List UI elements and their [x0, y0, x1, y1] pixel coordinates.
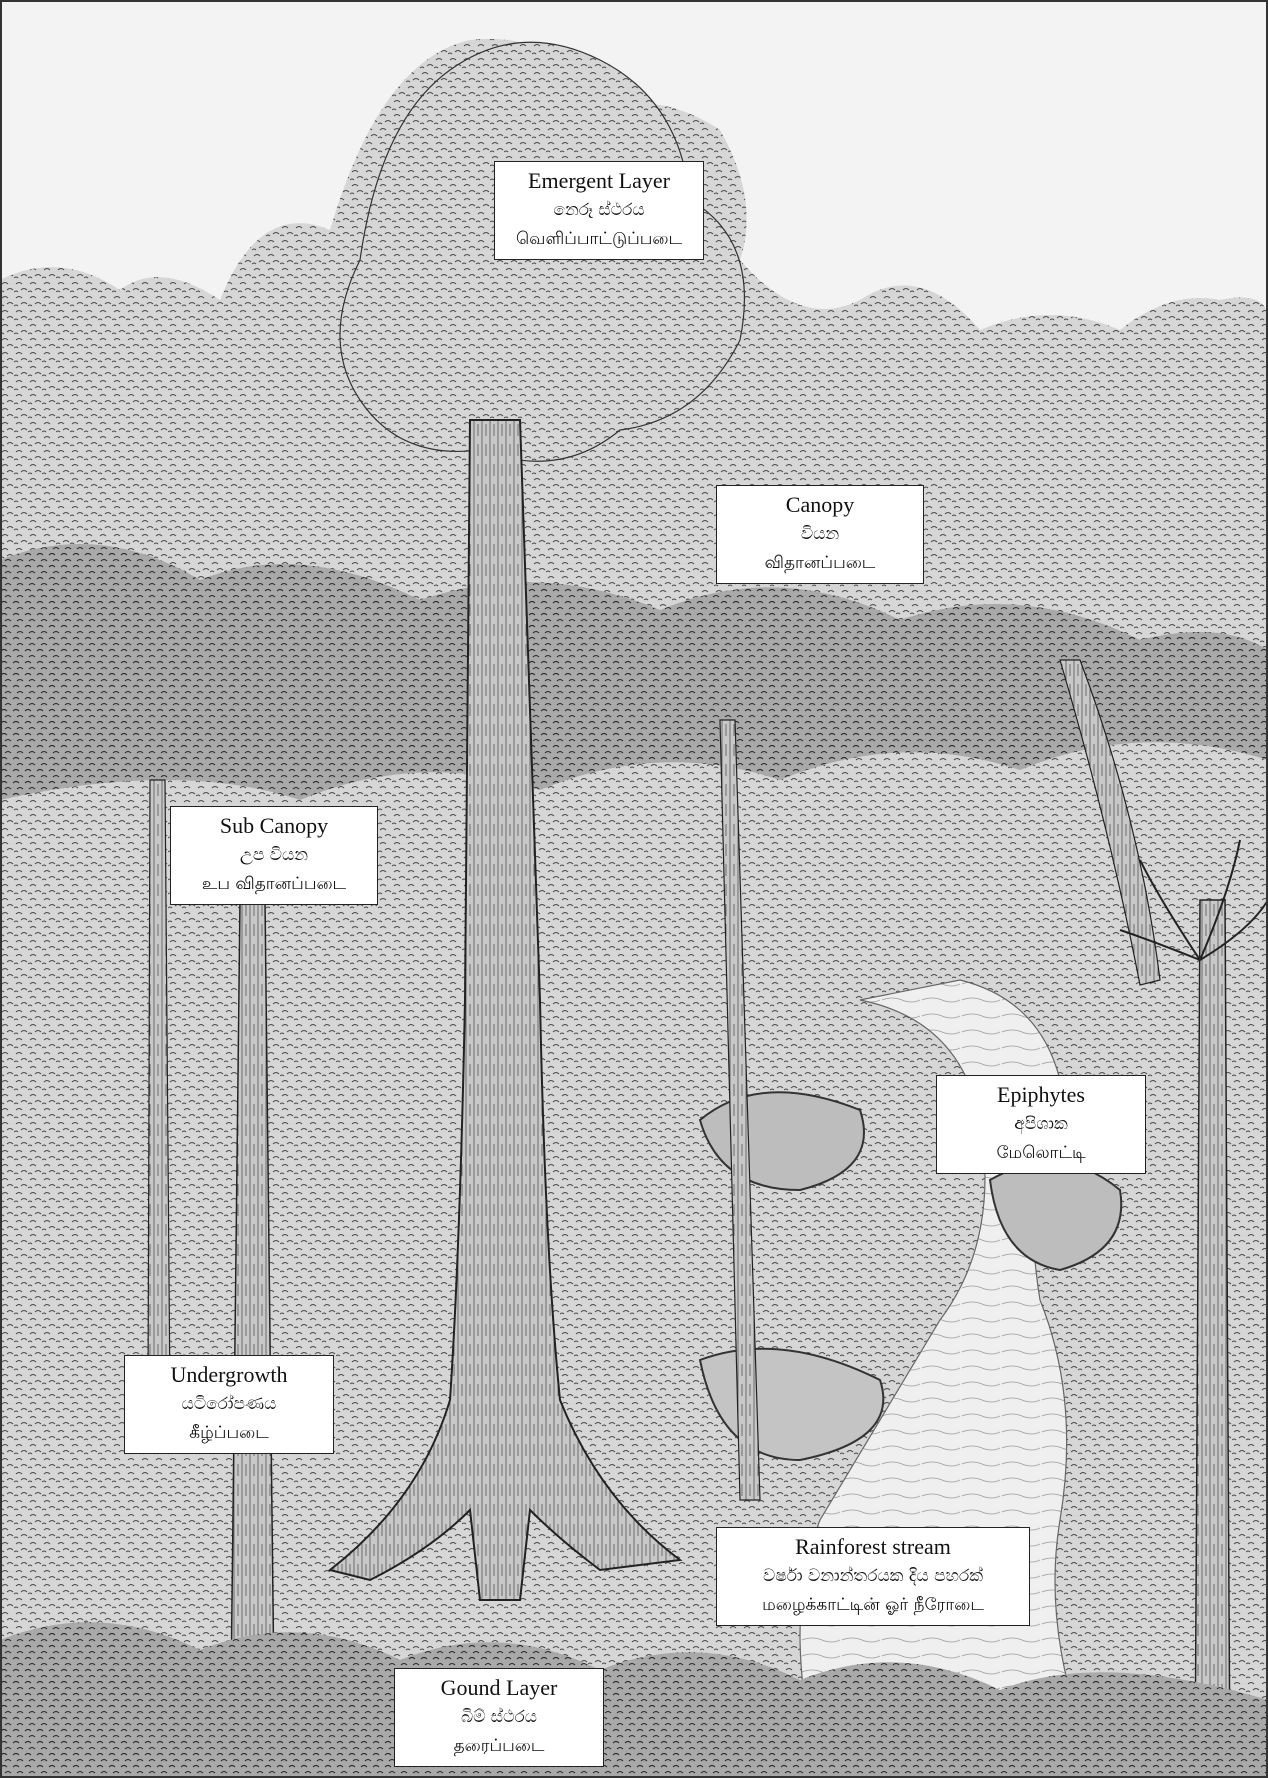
label-ground-english: Gound Layer [401, 1673, 597, 1703]
label-canopy-tamil: விதானப்படை [723, 548, 917, 578]
label-epiphytes-sinhala: අපිශාක [943, 1110, 1139, 1138]
label-sub-canopy-english: Sub Canopy [177, 811, 371, 841]
label-sub-canopy: Sub Canopy උප වියන உப விதானப்படை [170, 806, 378, 905]
label-epiphytes-english: Epiphytes [943, 1080, 1139, 1110]
label-emergent-sinhala: නෙරූ ස්ථරය [501, 196, 697, 224]
label-epiphytes: Epiphytes අපිශාක மேலொட்டி [936, 1075, 1146, 1174]
label-ground-sinhala: බිම් ස්ථරය [401, 1703, 597, 1731]
label-emergent-layer: Emergent Layer නෙරූ ස්ථරය வெளிப்பாட்டுப்… [494, 161, 704, 260]
label-sub-canopy-tamil: உப விதானப்படை [177, 869, 371, 899]
label-emergent-tamil: வெளிப்பாட்டுப்படை [501, 224, 697, 254]
label-undergrowth-english: Undergrowth [131, 1360, 327, 1390]
label-emergent-english: Emergent Layer [501, 166, 697, 196]
tree-trunk [1195, 900, 1230, 1778]
label-epiphytes-tamil: மேலொட்டி [943, 1138, 1139, 1168]
label-canopy-sinhala: වියන [723, 520, 917, 548]
label-ground-tamil: தரைப்படை [401, 1731, 597, 1761]
label-stream-tamil: மழைக்காட்டின் ஓர் நீரோடை [723, 1590, 1023, 1620]
label-canopy: Canopy වියන விதானப்படை [716, 485, 924, 584]
label-stream-sinhala: වර්ෂා වනාන්තරයක දිය පහරක් [723, 1562, 1023, 1590]
label-undergrowth-tamil: கீழ்ப்படை [131, 1418, 327, 1448]
label-ground-layer: Gound Layer බිම් ස්ථරය தரைப்படை [394, 1668, 604, 1767]
label-rainforest-stream: Rainforest stream වර්ෂා වනාන්තරයක දිය පහ… [716, 1527, 1030, 1626]
label-sub-canopy-sinhala: උප වියන [177, 841, 371, 869]
label-stream-english: Rainforest stream [723, 1532, 1023, 1562]
label-undergrowth-sinhala: යටිරෝපණය [131, 1390, 327, 1418]
label-undergrowth: Undergrowth යටිරෝපණය கீழ்ப்படை [124, 1355, 334, 1454]
label-canopy-english: Canopy [723, 490, 917, 520]
